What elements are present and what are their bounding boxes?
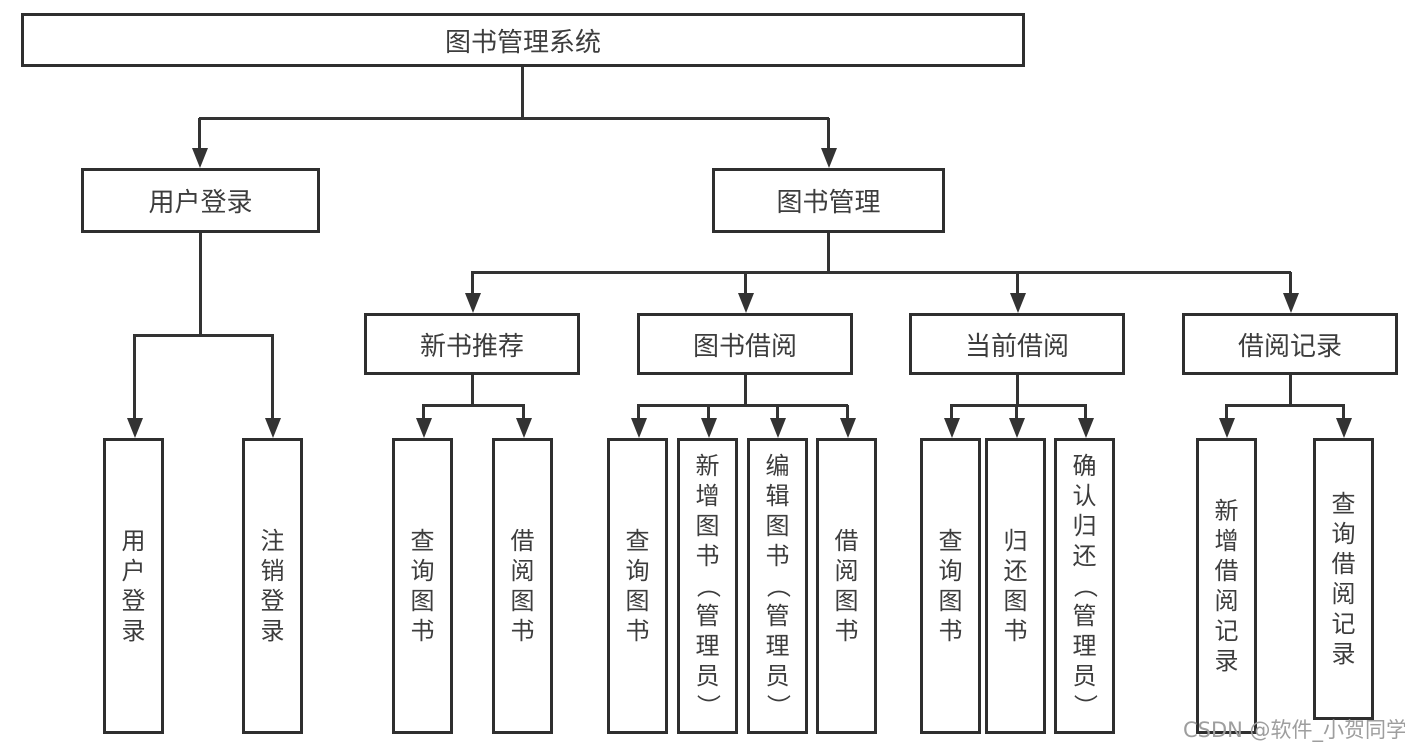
leaf-borrow-books-recommend-label: 借阅图书 — [510, 527, 535, 645]
arrow-to-leaf-borrow-books-2 — [839, 405, 856, 438]
arrow-to-book-management — [820, 118, 837, 168]
connector-bookmgmt-bus — [471, 271, 1291, 274]
connector-records-stub — [1289, 375, 1292, 405]
connector-records-bus — [1225, 404, 1345, 407]
arrow-to-current-borrow — [1009, 272, 1026, 313]
node-book-management: 图书管理 — [712, 168, 945, 233]
leaf-return-book-label: 归还图书 — [1003, 527, 1028, 645]
connector-userlogin-stub — [199, 233, 202, 335]
node-new-book-recommend-label: 新书推荐 — [419, 331, 524, 362]
leaf-add-borrow-record-label: 新增借阅记录 — [1214, 497, 1239, 675]
leaf-borrow-books-2-label: 借阅图书 — [834, 527, 859, 645]
arrow-to-leaf-user-login — [126, 335, 143, 438]
leaf-query-books-current-label: 查询图书 — [938, 527, 963, 645]
arrow-to-leaf-query-books-current — [943, 405, 960, 438]
connector-borrow-stub — [744, 375, 747, 405]
leaf-add-book-admin-label: 新增图书（管理员） — [693, 452, 722, 718]
arrow-to-leaf-borrow-books-recommend — [515, 405, 532, 438]
leaf-query-books-recommend-label: 查询图书 — [410, 527, 435, 645]
node-current-borrow-label: 当前借阅 — [964, 331, 1069, 362]
connector-userlogin-bus — [133, 334, 274, 337]
connector-level1-bus — [199, 117, 829, 120]
arrow-to-leaf-logout — [264, 335, 281, 438]
leaf-query-borrow-record-label: 查询借阅记录 — [1331, 490, 1356, 668]
arrow-to-leaf-query-books-recommend — [415, 405, 432, 438]
leaf-logout: 注销登录 — [242, 438, 303, 734]
node-user-login: 用户登录 — [81, 168, 320, 233]
arrow-to-leaf-query-borrow-record — [1335, 405, 1352, 438]
csdn-watermark: CSDN @软件_小贺同学 — [1183, 718, 1405, 742]
node-new-book-recommend: 新书推荐 — [364, 313, 580, 375]
leaf-query-books-current: 查询图书 — [920, 438, 981, 734]
leaf-logout-label: 注销登录 — [260, 527, 285, 645]
leaf-query-books-borrow: 查询图书 — [607, 438, 668, 734]
leaf-query-books-recommend: 查询图书 — [392, 438, 453, 734]
connector-root-stub — [521, 67, 524, 118]
arrow-to-borrow-records — [1282, 272, 1299, 313]
node-book-borrow-label: 图书借阅 — [692, 331, 797, 362]
arrow-to-book-borrow — [737, 272, 754, 313]
leaf-borrow-books-2: 借阅图书 — [816, 438, 877, 734]
arrow-to-leaf-add-borrow-record — [1218, 405, 1235, 438]
node-root-label: 图书管理系统 — [444, 27, 601, 58]
leaf-confirm-return-admin: 确认归还（管理员） — [1054, 438, 1115, 734]
connector-borrow-bus — [637, 404, 848, 407]
leaf-edit-book-admin: 编辑图书（管理员） — [747, 438, 808, 734]
arrow-to-new-book-recommend — [464, 272, 481, 313]
arrow-to-leaf-confirm-return — [1077, 405, 1094, 438]
node-book-borrow: 图书借阅 — [637, 313, 853, 375]
connector-recommend-bus — [422, 404, 525, 407]
arrow-to-leaf-return-book — [1008, 405, 1025, 438]
node-current-borrow: 当前借阅 — [909, 313, 1125, 375]
leaf-add-book-admin: 新增图书（管理员） — [677, 438, 738, 734]
leaf-return-book: 归还图书 — [985, 438, 1046, 734]
node-book-management-label: 图书管理 — [776, 188, 881, 218]
connector-current-stub — [1016, 375, 1019, 405]
node-borrow-records-label: 借阅记录 — [1237, 331, 1342, 362]
arrow-to-user-login — [191, 118, 208, 168]
leaf-add-borrow-record: 新增借阅记录 — [1196, 438, 1257, 734]
leaf-query-books-borrow-label: 查询图书 — [625, 527, 650, 645]
arrow-to-leaf-edit-book — [769, 405, 786, 438]
node-borrow-records: 借阅记录 — [1182, 313, 1398, 375]
leaf-confirm-return-admin-label: 确认归还（管理员） — [1070, 452, 1099, 718]
connector-current-bus — [950, 404, 1087, 407]
leaf-edit-book-admin-label: 编辑图书（管理员） — [763, 452, 792, 718]
leaf-user-login: 用户登录 — [103, 438, 164, 734]
leaf-user-login-label: 用户登录 — [121, 527, 146, 645]
arrow-to-leaf-add-book — [700, 405, 717, 438]
connector-bookmgmt-stub — [827, 233, 830, 272]
arrow-to-leaf-query-books-borrow — [630, 405, 647, 438]
leaf-borrow-books-recommend: 借阅图书 — [492, 438, 553, 734]
connector-recommend-stub — [471, 375, 474, 405]
node-user-login-label: 用户登录 — [148, 188, 253, 218]
node-root: 图书管理系统 — [21, 13, 1025, 67]
leaf-query-borrow-record: 查询借阅记录 — [1313, 438, 1374, 720]
